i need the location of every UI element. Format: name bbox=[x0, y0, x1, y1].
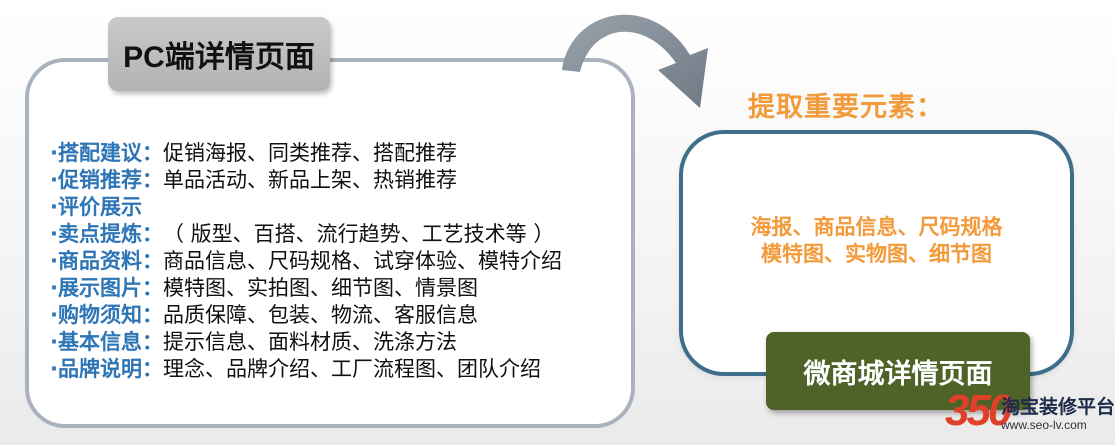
pc-detail-element-list: ·搭配建议：促销海报、同类推荐、搭配推荐 ·促销推荐：单品活动、新品上架、热销推… bbox=[50, 140, 562, 383]
item-key: ·搭配建议： bbox=[50, 141, 163, 165]
item-key: ·商品资料： bbox=[50, 249, 163, 273]
item-value: （ 版型、百搭、流行趋势、工艺技术等 ） bbox=[162, 222, 555, 246]
list-item: ·展示图片：模特图、实拍图、细节图、情景图 bbox=[50, 275, 562, 302]
list-item: ·基本信息：提示信息、面料材质、洗涤方法 bbox=[50, 329, 562, 356]
item-value: 商品信息、尺码规格、试穿体验、模特介绍 bbox=[162, 249, 562, 273]
list-item: ·品牌说明：理念、品牌介绍、工厂流程图、团队介绍 bbox=[50, 356, 562, 383]
item-value: 提示信息、面料材质、洗涤方法 bbox=[162, 330, 457, 354]
item-key: ·展示图片： bbox=[50, 276, 163, 300]
watermark-url: www.seo-lv.com bbox=[1001, 418, 1087, 432]
extracted-line: 海报、商品信息、尺码规格 bbox=[750, 215, 1003, 239]
pc-detail-panel bbox=[25, 58, 635, 428]
item-key: ·购物须知： bbox=[50, 303, 163, 327]
watermark-name: 淘宝装修平台 bbox=[1001, 396, 1115, 418]
list-item: ·搭配建议：促销海报、同类推荐、搭配推荐 bbox=[50, 140, 562, 167]
extract-elements-heading: 提取重要元素： bbox=[748, 92, 944, 123]
extracted-elements: 海报、商品信息、尺码规格 模特图、实物图、细节图 bbox=[683, 214, 1070, 268]
curved-arrow-icon bbox=[562, 14, 708, 108]
watermark-digits: 350 bbox=[945, 386, 1012, 435]
list-item: ·商品资料：商品信息、尺码规格、试穿体验、模特介绍 bbox=[50, 248, 562, 275]
list-item: ·促销推荐：单品活动、新品上架、热销推荐 bbox=[50, 167, 562, 194]
item-value: 品质保障、包装、物流、客服信息 bbox=[162, 303, 478, 327]
pc-detail-title: PC端详情页面 bbox=[108, 17, 330, 91]
item-key: ·基本信息： bbox=[50, 330, 163, 354]
item-key: ·促销推荐： bbox=[50, 168, 163, 192]
item-value: 促销海报、同类推荐、搭配推荐 bbox=[162, 141, 457, 165]
list-item: ·卖点提炼：（ 版型、百搭、流行趋势、工艺技术等 ） bbox=[50, 221, 562, 248]
item-value: 模特图、实拍图、细节图、情景图 bbox=[162, 276, 478, 300]
item-key: ·品牌说明： bbox=[50, 357, 163, 381]
list-item: ·购物须知：品质保障、包装、物流、客服信息 bbox=[50, 302, 562, 329]
item-value: 理念、品牌介绍、工厂流程图、团队介绍 bbox=[162, 357, 541, 381]
list-item: ·评价展示 bbox=[50, 194, 562, 221]
item-key: ·卖点提炼： bbox=[50, 222, 163, 246]
watermark-logo: 350 淘宝装修平台 www.seo-lv.com bbox=[945, 386, 1115, 443]
item-value: 单品活动、新品上架、热销推荐 bbox=[162, 168, 457, 192]
mobile-detail-title: 微商城详情页面 bbox=[766, 332, 1030, 410]
extracted-line: 模特图、实物图、细节图 bbox=[761, 242, 992, 266]
item-key: ·评价展示 bbox=[50, 195, 142, 219]
